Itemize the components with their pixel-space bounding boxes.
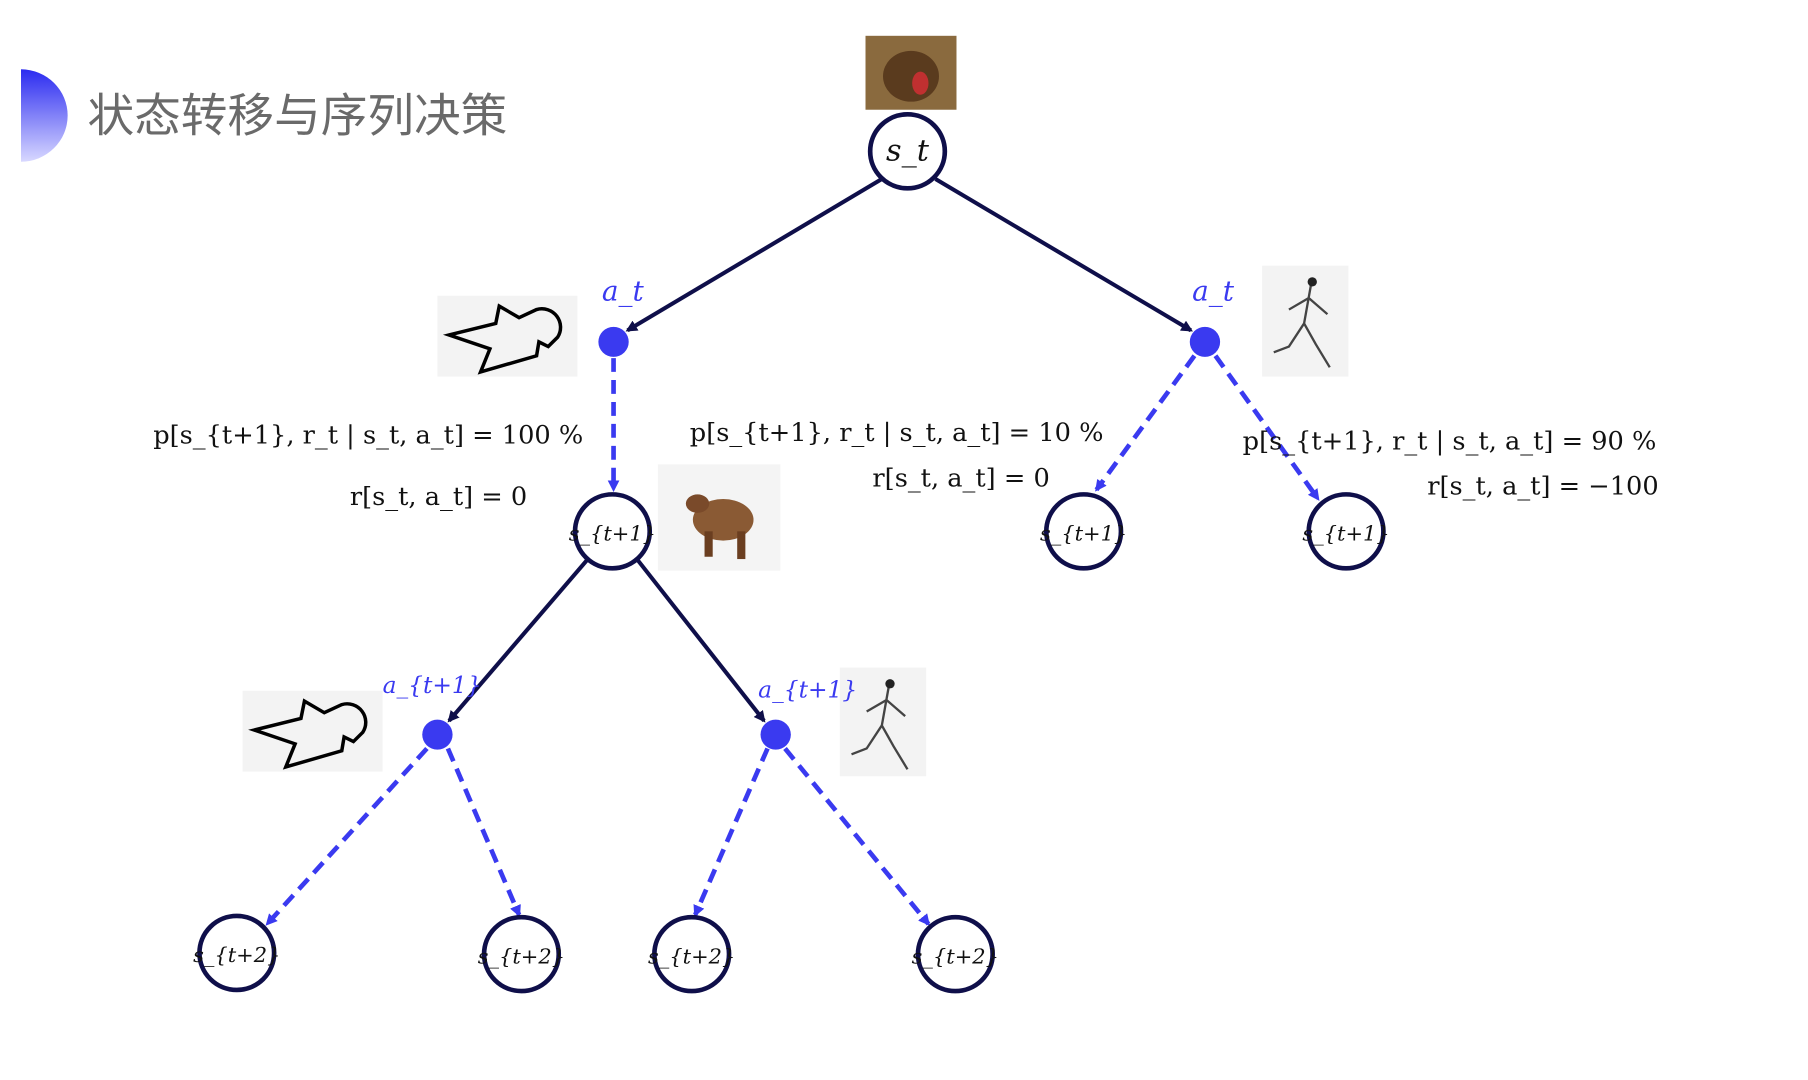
state-label: s_{t+2} — [912, 944, 999, 968]
state-label: s_t — [886, 134, 930, 169]
state-label: s_{t+1} — [1040, 522, 1127, 546]
transition-edge — [693, 747, 770, 917]
edge — [635, 557, 766, 723]
edge — [934, 177, 1193, 333]
state-label: s_{t+2} — [478, 944, 565, 968]
state-node — [867, 112, 948, 191]
state-node — [1306, 492, 1386, 571]
action-node — [422, 719, 453, 750]
state-node — [481, 914, 562, 994]
state-node — [652, 914, 732, 994]
edge — [447, 557, 590, 723]
transition-edge — [265, 746, 429, 926]
state-node — [572, 492, 653, 571]
transition-edge — [1094, 354, 1197, 492]
state-node — [1043, 492, 1124, 571]
running-stick-figure — [1262, 265, 1349, 377]
transition-probability: p[s_{t+1}, r_t | s_t, a_t] = 90 % — [1243, 426, 1657, 456]
roaring-bear-photo — [865, 35, 957, 110]
playing-dead-figure — [242, 690, 383, 772]
reward-label: r[s_t, a_t] = 0 — [872, 463, 1049, 493]
transition-edge — [783, 747, 931, 926]
action-node — [1189, 326, 1221, 357]
running-stick-figure — [839, 667, 927, 777]
action-node — [760, 719, 791, 750]
state-label: s_{t+2} — [193, 943, 280, 967]
action-label: a_t — [602, 274, 645, 307]
reward-label: r[s_t, a_t] = −100 — [1427, 471, 1658, 501]
action-label: a_t — [1192, 274, 1235, 307]
state-label: s_{t+1} — [1302, 522, 1389, 546]
action-label: a_{t+1} — [758, 677, 857, 704]
page-title: 状态转移与序列决策 — [87, 89, 507, 143]
state-label: s_{t+2} — [648, 944, 735, 968]
transition-edge — [445, 747, 522, 917]
transition-edge — [1213, 354, 1320, 501]
transition-probability: p[s_{t+1}, r_t | s_t, a_t] = 100 % — [153, 421, 583, 451]
state-node — [915, 914, 995, 994]
title-accent-icon — [20, 69, 68, 162]
action-node — [598, 326, 629, 357]
bear-walking-photo — [657, 464, 781, 571]
edge — [625, 177, 883, 333]
state-node — [197, 913, 277, 993]
action-label: a_{t+1} — [383, 672, 482, 699]
playing-dead-figure — [437, 295, 578, 377]
reward-label: r[s_t, a_t] = 0 — [350, 482, 527, 512]
transition-probability: p[s_{t+1}, r_t | s_t, a_t] = 10 % — [690, 418, 1104, 448]
state-label: s_{t+1} — [569, 522, 656, 546]
